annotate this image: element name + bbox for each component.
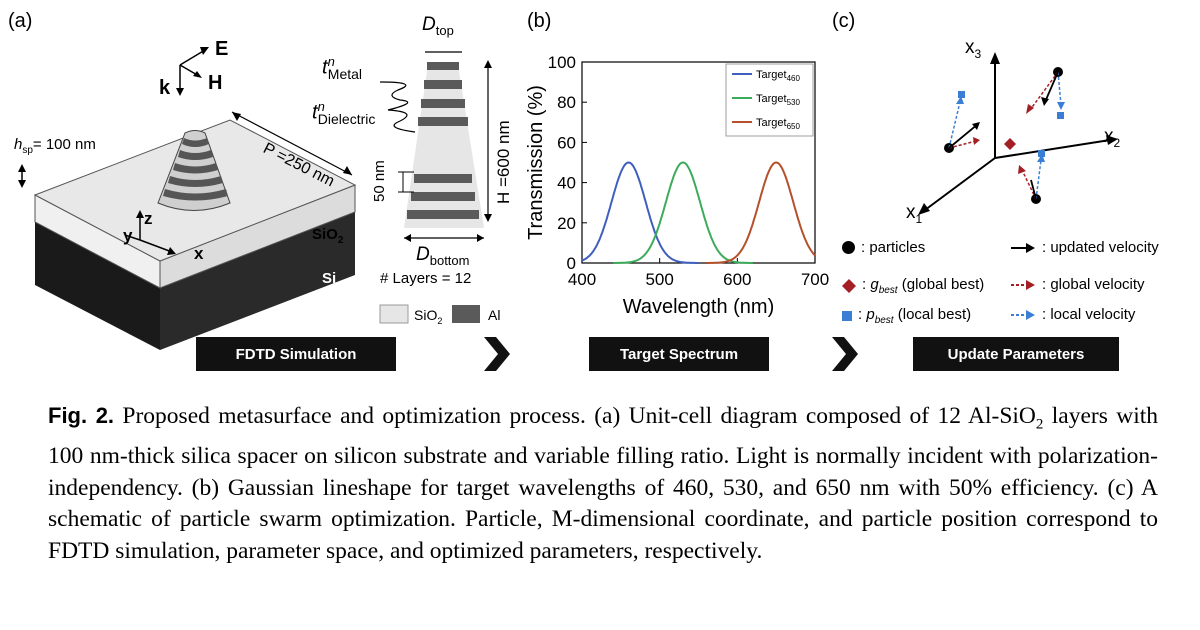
dbottom-label: Dbottom [416, 244, 470, 268]
legend-pbest: : pbest (local best) [842, 306, 971, 326]
layer-thickness-label: 50 nm [371, 160, 388, 202]
dtop-label: Dtop [422, 14, 454, 38]
legend-label-460: Target460 [756, 69, 800, 83]
series-line-530 [613, 161, 753, 264]
axis-z-label: z [144, 209, 153, 228]
x-tick-label: 700 [801, 270, 829, 289]
unit-cell-diagram [18, 47, 492, 350]
caption-text-2: layers with 100 nm-thick silica spacer o… [48, 403, 1159, 564]
pbest-marker [842, 311, 852, 321]
chevron-right-icon [484, 337, 510, 371]
step-fdtd-simulation: FDTD Simulation [196, 337, 396, 371]
t-dielectric-label: tnDielectric [312, 99, 376, 127]
axis-x3-label: x3 [965, 37, 982, 61]
layer-stack [404, 62, 484, 228]
step-target-spectrum: Target Spectrum [589, 337, 769, 371]
legend-global-velocity: : global velocity [1010, 276, 1145, 293]
legend-box [725, 63, 814, 137]
x-axis-label: Wavelength (nm) [623, 296, 775, 318]
sio2-label: SiO2 [312, 226, 344, 246]
t-metal-label: tnMetal [322, 54, 363, 82]
panel-c-label: (c) [832, 10, 856, 32]
axis-x-label: x [194, 244, 204, 263]
x-tick-label: 500 [645, 270, 673, 289]
x-tick-label: 600 [723, 270, 751, 289]
legend-particles: : particles [842, 239, 925, 256]
dashed-red-arrow-icon [1011, 279, 1035, 290]
y-tick-label: 40 [557, 174, 576, 193]
caption-text-1: Proposed metasurface and optimization pr… [114, 403, 1036, 429]
y-tick-label: 80 [557, 93, 576, 112]
axis-x2-label: x2 [1104, 126, 1121, 150]
figure: (a) [8, 10, 1159, 371]
legend-al-label: Al [488, 307, 501, 323]
si-label: Si [322, 270, 337, 287]
axis-x1-label: x1 [906, 202, 923, 226]
h-label: H [208, 72, 223, 94]
legend-label-530: Target530 [756, 93, 800, 107]
series-line-650 [706, 161, 816, 264]
legend-local-velocity: : local velocity [1010, 306, 1135, 323]
pso-schematic [918, 52, 1118, 215]
k-label: k [159, 77, 171, 99]
y-tick-label: 20 [557, 214, 576, 233]
legend-label-650: Target650 [756, 117, 800, 131]
e-label: E [215, 38, 229, 60]
hsp-label: hsp= 100 nm [14, 136, 96, 156]
dashed-blue-arrow-icon [1011, 309, 1035, 320]
si-side-face [160, 212, 355, 350]
nano-cone [157, 130, 231, 211]
x-tick-label: 400 [568, 270, 596, 289]
y-axis-label: Transmission (%) [525, 85, 547, 240]
particle-marker [842, 241, 855, 254]
solid-arrow-icon [1011, 242, 1035, 253]
y-tick-label: 100 [548, 53, 576, 72]
series-line-460 [581, 161, 699, 264]
legend-updated-velocity: : updated velocity [1010, 239, 1159, 256]
axis-y-label: y [123, 226, 133, 245]
y-tick-label: 60 [557, 133, 576, 152]
layers-count-label: # Layers = 12 [380, 270, 472, 287]
si-front-face [35, 222, 160, 350]
y-tick-label: 0 [567, 254, 576, 273]
legend-sio2-label: SiO2 [414, 307, 443, 326]
figure-caption: Fig. 2. Proposed metasurface and optimiz… [48, 400, 1158, 567]
legend-gbest: : gbest (global best) [842, 276, 984, 296]
chevron-right-icon [832, 337, 858, 371]
step-update-parameters: Update Parameters [913, 337, 1119, 371]
panel-b-label: (b) [527, 10, 552, 32]
gbest-marker [842, 279, 856, 293]
caption-fig-label: Fig. 2. [48, 403, 115, 428]
height-label: H =600 nm [494, 120, 513, 204]
panel-a-label: (a) [8, 10, 33, 32]
caption-subscript: 2 [1035, 416, 1044, 433]
